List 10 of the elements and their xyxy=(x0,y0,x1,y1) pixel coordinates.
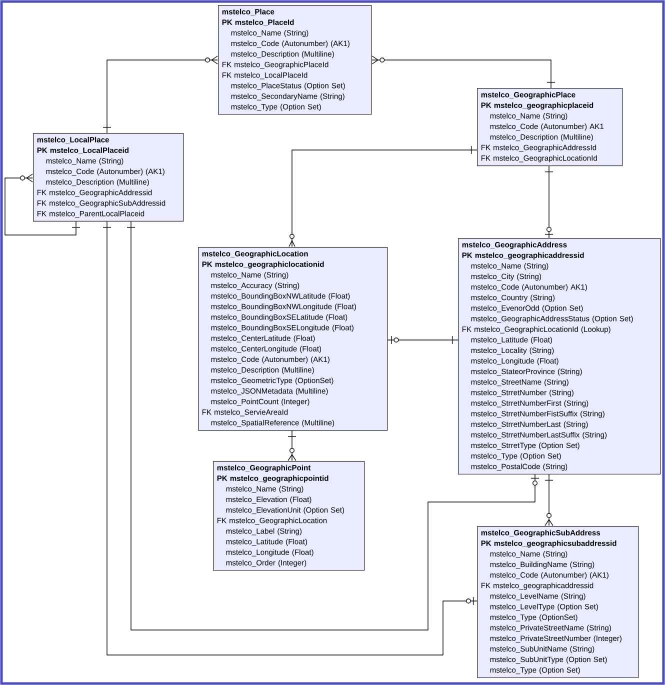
relationship-line xyxy=(544,166,554,238)
relationship-line xyxy=(544,474,554,526)
relationship-line xyxy=(102,222,477,656)
relationship-line xyxy=(102,56,218,133)
relationship-line xyxy=(288,146,477,247)
relationship-line xyxy=(388,336,458,344)
relationship-line xyxy=(4,174,80,236)
relationship-line xyxy=(372,56,556,88)
relationship-line xyxy=(288,430,296,461)
relationship-line xyxy=(126,222,540,630)
